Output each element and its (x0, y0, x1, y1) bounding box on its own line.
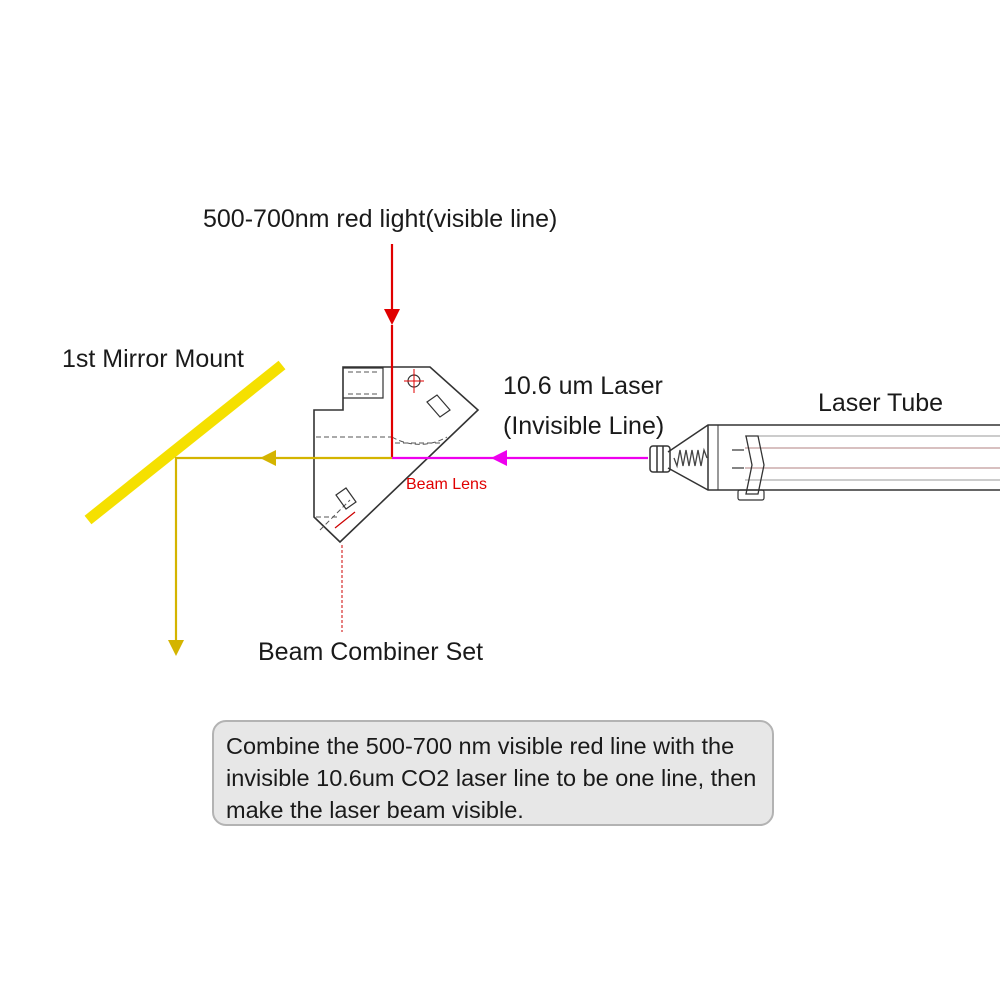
beam-lens-label: Beam Lens (406, 476, 487, 493)
co2-laser-label-line1: 10.6 um Laser (503, 372, 663, 400)
laser-tube-spring (673, 447, 708, 469)
red-light-arrowhead (384, 309, 400, 325)
description-note: Combine the 500-700 nm visible red line … (212, 720, 774, 826)
laser-tube (649, 424, 1000, 501)
red-light-label: 500-700nm red light(visible line) (203, 205, 558, 233)
first-mirror (84, 360, 286, 525)
note-line-1: Combine the 500-700 nm visible red line … (226, 733, 735, 759)
beam-combiner-label: Beam Combiner Set (258, 638, 484, 666)
note-line-2: invisible 10.6um CO2 laser line to be on… (226, 765, 757, 791)
alignment-cross (404, 369, 424, 393)
beam-combiner-hidden-lines (316, 371, 448, 531)
laser-tube-label: Laser Tube (818, 389, 944, 417)
combined-beam-arrowhead-left (260, 450, 276, 466)
note-line-3: make the laser beam visible. (226, 797, 524, 823)
beam-combiner-body (313, 366, 480, 544)
co2-laser-label-line2: (Invisible Line) (503, 412, 665, 440)
combined-beam (174, 456, 392, 645)
combined-beam-arrowhead-down (168, 640, 184, 656)
mirror-mount-label: 1st Mirror Mount (62, 345, 244, 373)
co2-laser-arrowhead (491, 450, 507, 466)
